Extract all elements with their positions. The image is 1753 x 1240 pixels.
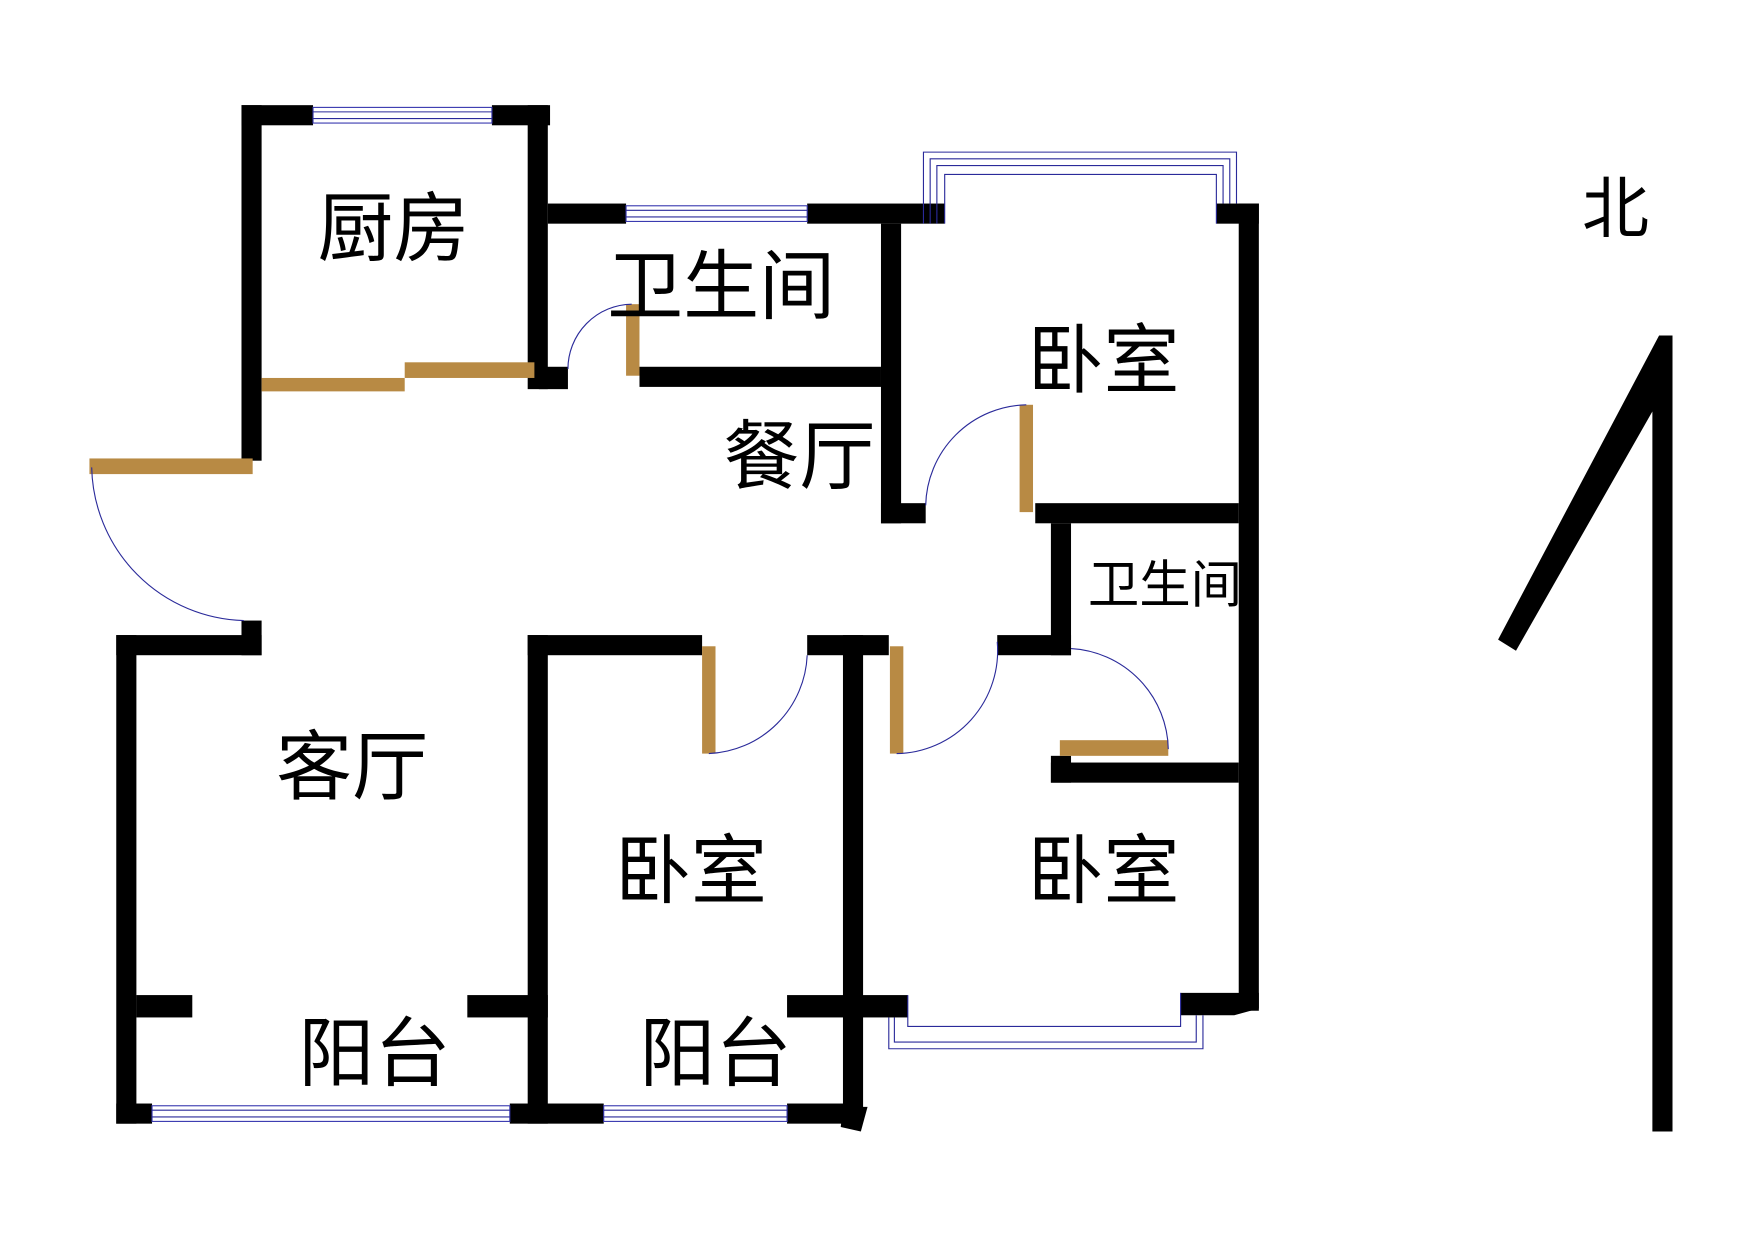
room-labels: 厨房 卫生间 餐厅 卧室 卫生间 客厅 卧室 卧室 阳台 阳台 <box>276 184 1242 1098</box>
room-label-bedroom-ne: 卧室 <box>1027 316 1179 405</box>
room-label-kitchen: 厨房 <box>318 184 470 273</box>
doors <box>89 303 1169 756</box>
north-arrow: 北 <box>1498 170 1673 1132</box>
room-label-bedroom-se: 卧室 <box>1027 827 1179 916</box>
north-label: 北 <box>1582 170 1649 248</box>
room-label-balcony-bedroom: 阳台 <box>639 1009 791 1098</box>
walls <box>116 105 1259 1132</box>
room-label-balcony-living: 阳台 <box>299 1009 451 1098</box>
room-label-living: 客厅 <box>276 723 428 812</box>
room-label-bedroom-s-middle: 卧室 <box>615 827 767 916</box>
windows <box>151 106 1238 1122</box>
room-label-bathroom-main: 卫生间 <box>607 242 835 331</box>
room-label-dining: 餐厅 <box>723 412 875 501</box>
room-label-bathroom-ensuite: 卫生间 <box>1088 556 1242 616</box>
